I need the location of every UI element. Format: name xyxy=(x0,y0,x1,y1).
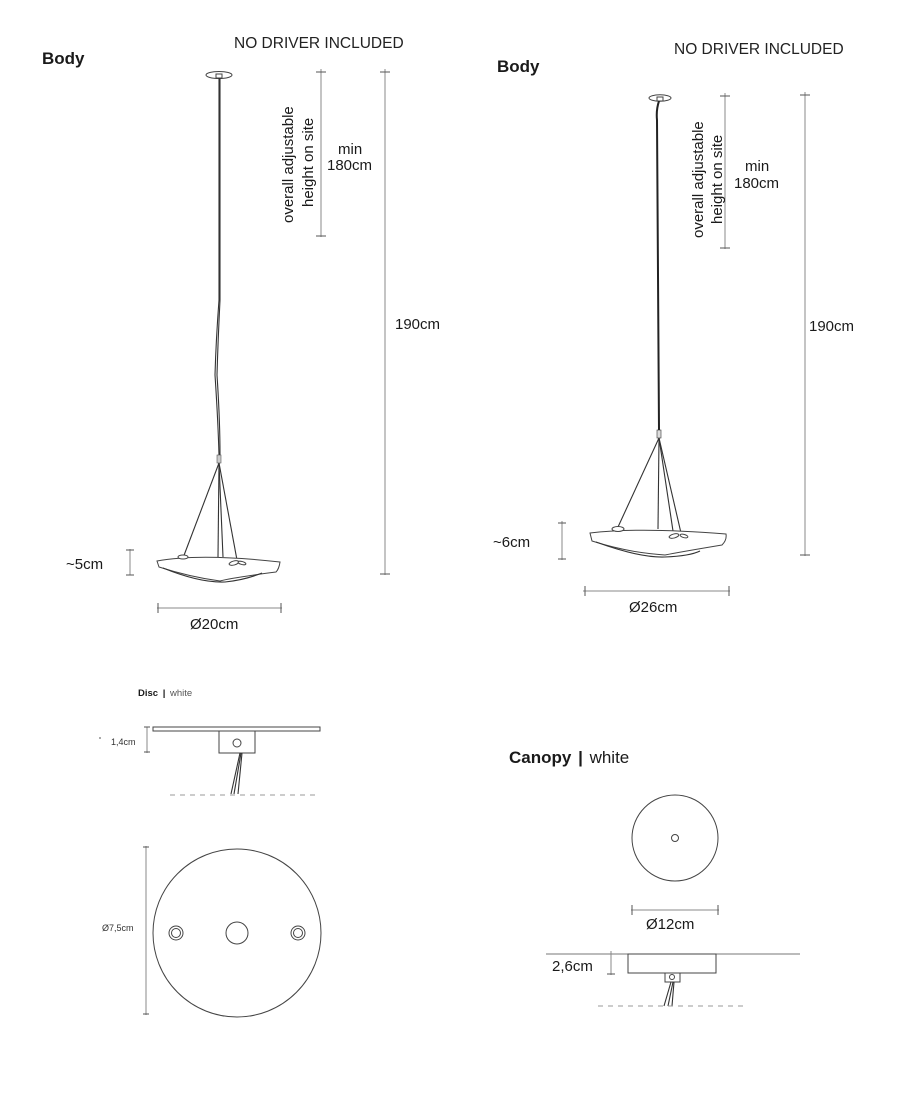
canopy-drawing: Canopy | white Ø12cm 2,6cm xyxy=(509,748,800,1007)
left-body-drawing: Body NO DRIVER INCLUDED overall adjustab… xyxy=(42,35,440,633)
right-adjustable-label-line1: overall adjustable xyxy=(690,121,707,238)
disc-thickness: 1,4cm xyxy=(111,737,136,747)
right-min-label: min xyxy=(745,158,769,175)
left-suspension-wire xyxy=(214,78,220,456)
left-adjustable-label-line2: height on site xyxy=(300,118,317,207)
right-min-value: 180cm xyxy=(734,175,779,192)
canopy-body-side xyxy=(627,953,717,974)
disc-center-hole-icon xyxy=(225,921,249,945)
right-suspension-wire xyxy=(655,100,660,431)
canopy-center-hole-icon xyxy=(671,834,679,842)
right-adjustable-label-line2: height on site xyxy=(709,135,726,224)
right-body-drawing: Body NO DRIVER INCLUDED overall adjustab… xyxy=(493,41,854,616)
right-shade-icon xyxy=(589,526,727,558)
right-driver-note: NO DRIVER INCLUDED xyxy=(674,41,844,58)
right-body-title: Body xyxy=(497,57,540,76)
right-diameter: Ø26cm xyxy=(629,599,677,616)
canopy-title: Canopy | white xyxy=(509,748,629,767)
left-body-title: Body xyxy=(42,49,85,68)
right-overall-height: 190cm xyxy=(809,318,854,335)
left-min-label: min xyxy=(338,141,362,158)
left-diameter: Ø20cm xyxy=(190,616,238,633)
left-min-value: 180cm xyxy=(327,157,372,174)
canopy-diameter: Ø12cm xyxy=(646,916,694,933)
disc-plate-side xyxy=(152,726,321,732)
right-shade-height: ~6cm xyxy=(493,534,530,551)
disc-title: Disc | white xyxy=(138,688,192,699)
canopy-thickness: 2,6cm xyxy=(552,958,593,975)
left-driver-note: NO DRIVER INCLUDED xyxy=(234,35,404,52)
left-overall-height: 190cm xyxy=(395,316,440,333)
left-adjustable-label-line1: overall adjustable xyxy=(280,106,297,223)
disc-diameter: Ø7,5cm xyxy=(102,923,134,933)
left-shade-icon xyxy=(156,554,281,583)
disc-drawing: Disc | white 1,4cm Ø7,5cm xyxy=(99,688,322,1018)
left-shade-height: ~5cm xyxy=(66,556,103,573)
